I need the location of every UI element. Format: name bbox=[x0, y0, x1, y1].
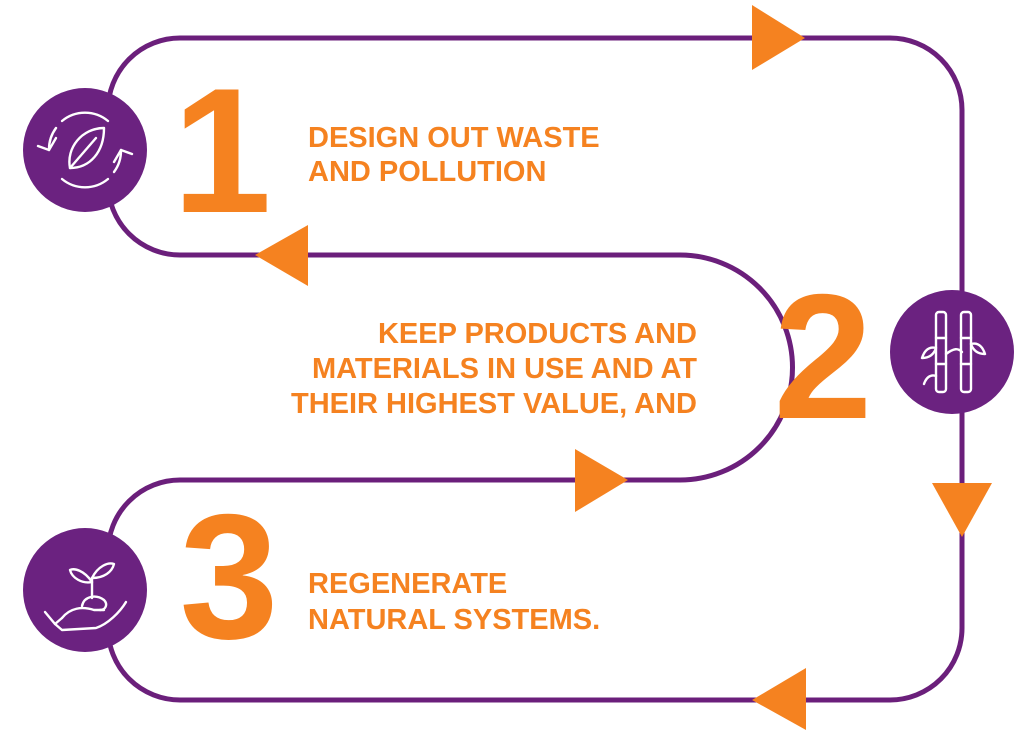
step-2-number: 2 bbox=[774, 257, 873, 456]
flow-arrow-top-right bbox=[752, 5, 805, 70]
step-2-text-line-2: MATERIALS IN USE AND AT bbox=[312, 353, 697, 385]
step-2-text-line-3: THEIR HIGHEST VALUE, AND bbox=[291, 388, 697, 420]
step-1-text-line-2: AND POLLUTION bbox=[308, 156, 546, 188]
flow-loop-path bbox=[105, 35, 965, 703]
step-3-number: 3 bbox=[180, 477, 279, 676]
step-2: 2 KEEP PRODUCTS AND MATERIALS IN USE AND… bbox=[291, 257, 1014, 456]
step-3-text-line-1: REGENERATE bbox=[308, 568, 507, 600]
step-1-number: 1 bbox=[173, 51, 272, 250]
flow-arrow-bottom-left bbox=[752, 668, 806, 730]
step-3-icon-badge bbox=[23, 528, 147, 652]
step-1-icon-badge bbox=[23, 88, 147, 212]
flow-arrow-middle-right bbox=[575, 449, 628, 512]
hand-seedling-icon bbox=[43, 562, 128, 632]
leaf-cycle-icon bbox=[36, 111, 134, 189]
step-1-text-line-1: DESIGN OUT WASTE bbox=[308, 122, 600, 154]
step-3-text-line-2: NATURAL SYSTEMS. bbox=[308, 604, 600, 636]
bamboo-icon bbox=[920, 310, 987, 394]
step-3: 3 REGENERATE NATURAL SYSTEMS. bbox=[23, 477, 600, 676]
flow-arrow-right-down bbox=[932, 483, 992, 537]
step-1: 1 DESIGN OUT WASTE AND POLLUTION bbox=[23, 51, 600, 250]
step-2-icon-badge bbox=[890, 290, 1014, 414]
flow-arrow-middle-left bbox=[255, 225, 308, 286]
step-2-text-line-1: KEEP PRODUCTS AND bbox=[378, 318, 697, 350]
